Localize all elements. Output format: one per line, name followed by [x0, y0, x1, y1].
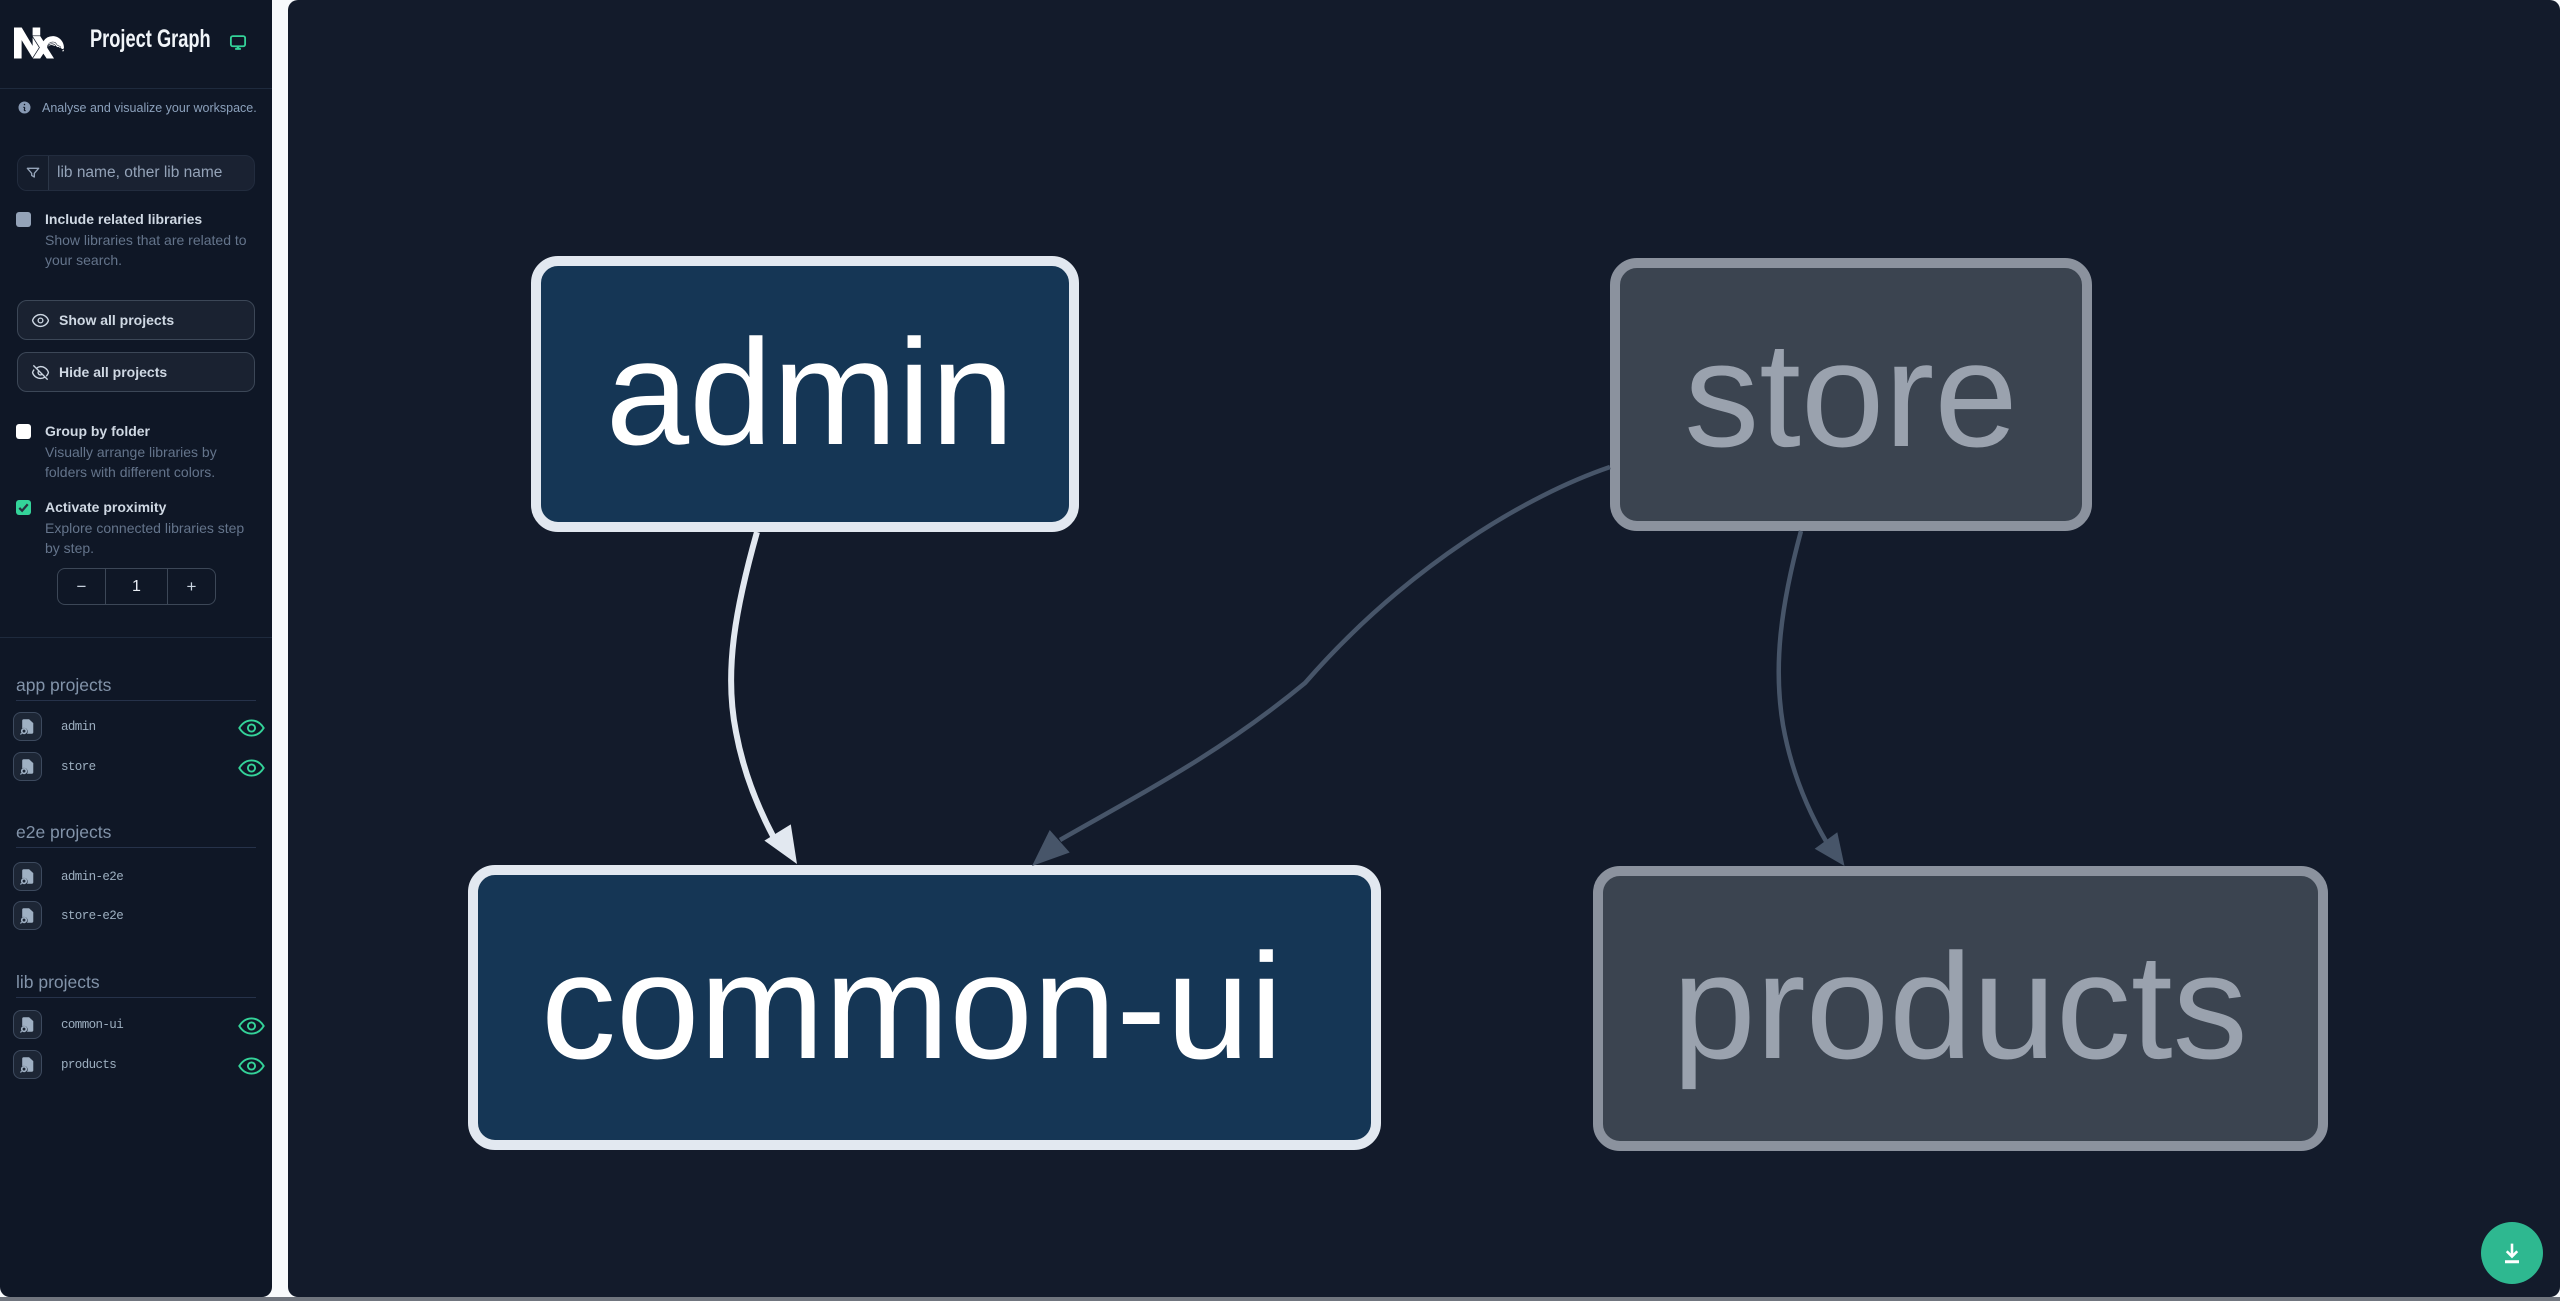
- svg-text:products: products: [1672, 922, 2247, 1090]
- svg-text:store: store: [1684, 310, 2017, 478]
- svg-text:admin: admin: [606, 308, 1015, 476]
- svg-text:common-ui: common-ui: [541, 922, 1283, 1090]
